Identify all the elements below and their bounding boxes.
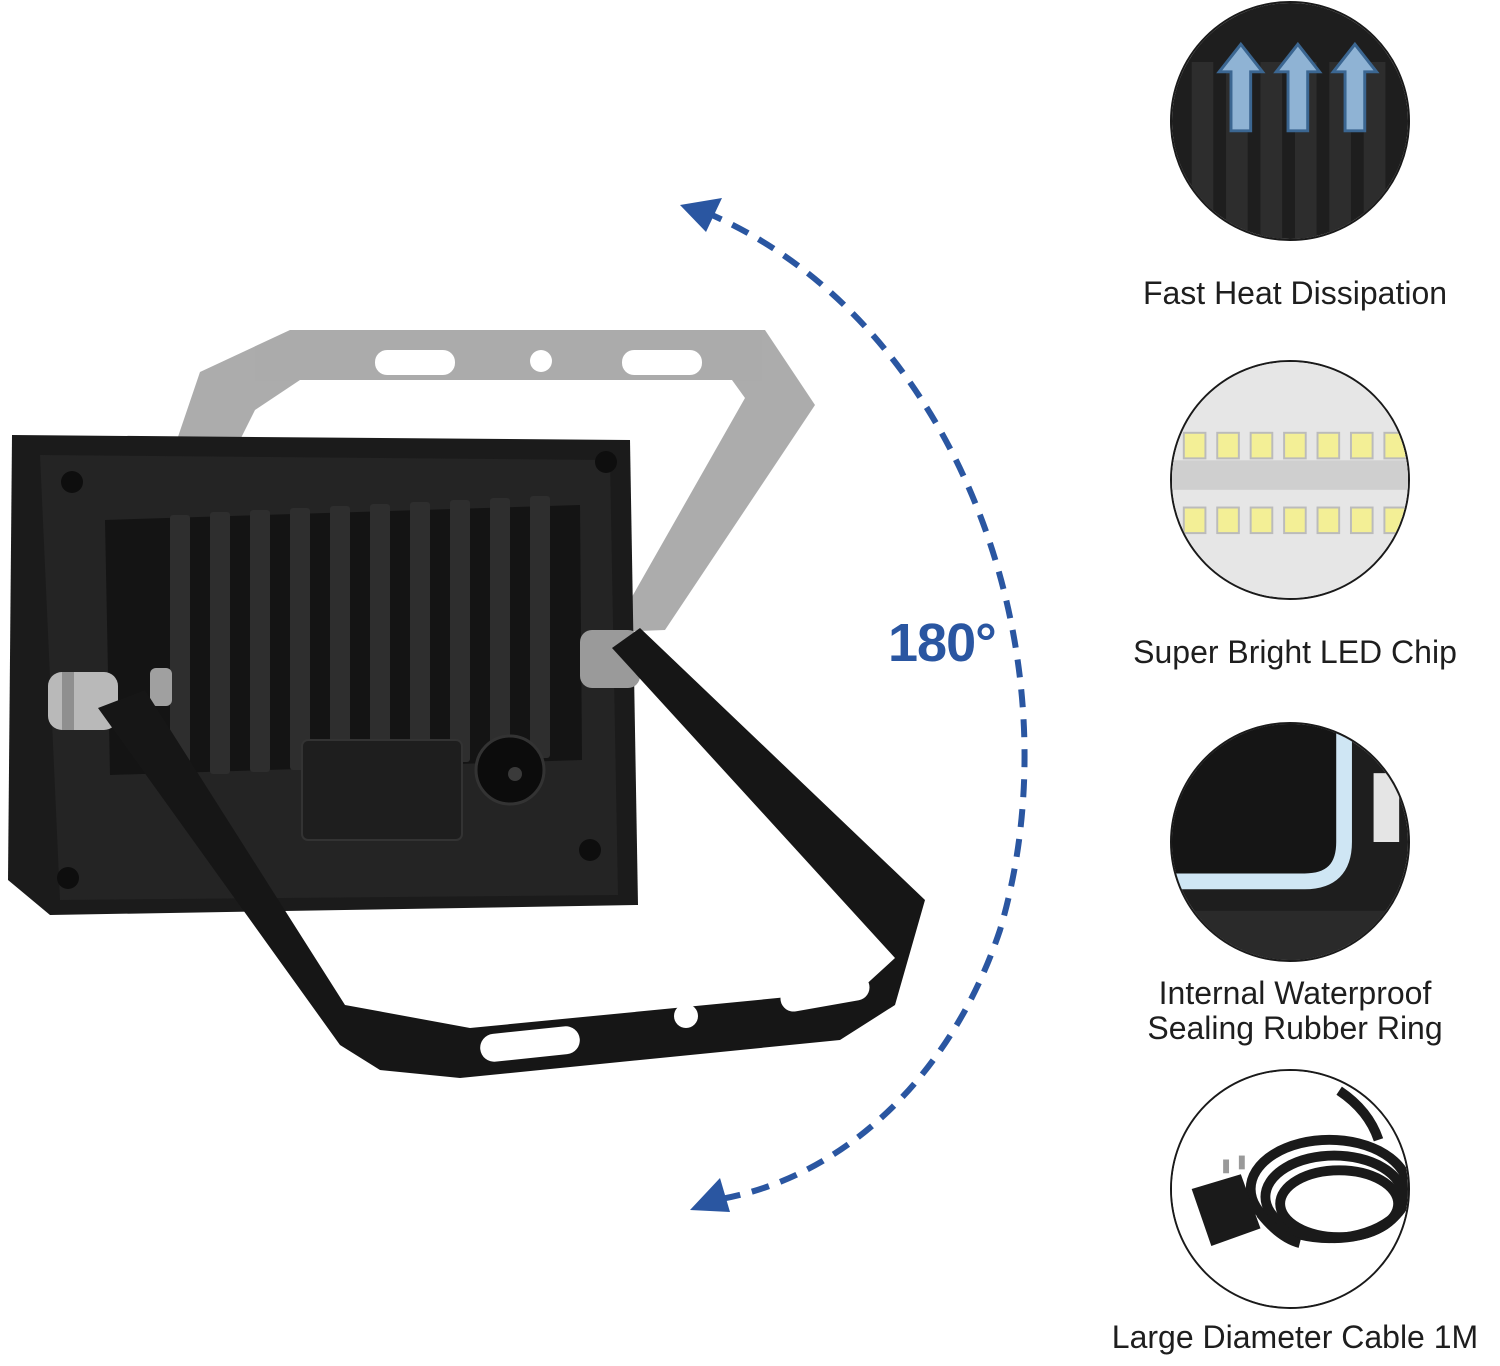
heat-fins-icon: [1170, 1, 1410, 241]
led-chip-icon: [1170, 360, 1410, 600]
feature-title: Fast Heat Dissipation: [1142, 275, 1448, 311]
feature-title: Large Diameter Cable 1M: [1111, 1319, 1479, 1355]
ghost-bracket: [92, 330, 815, 690]
cable-plug-icon: [1170, 1069, 1410, 1309]
rubber-seal-icon: [1170, 722, 1410, 962]
arrow-down-icon: [690, 1178, 730, 1212]
feature-title-line1: Internal Waterproof: [1158, 975, 1432, 1011]
floodlight-housing: [8, 435, 640, 915]
feature-title-line2: Sealing Rubber Ring: [1147, 1010, 1443, 1046]
arrow-up-icon: [680, 198, 722, 232]
feature-title: Super Bright LED Chip: [1133, 634, 1457, 670]
rotation-angle-label: 180°: [888, 613, 997, 673]
rotation-arc: [680, 198, 1028, 1212]
mounting-bracket: [98, 628, 925, 1078]
